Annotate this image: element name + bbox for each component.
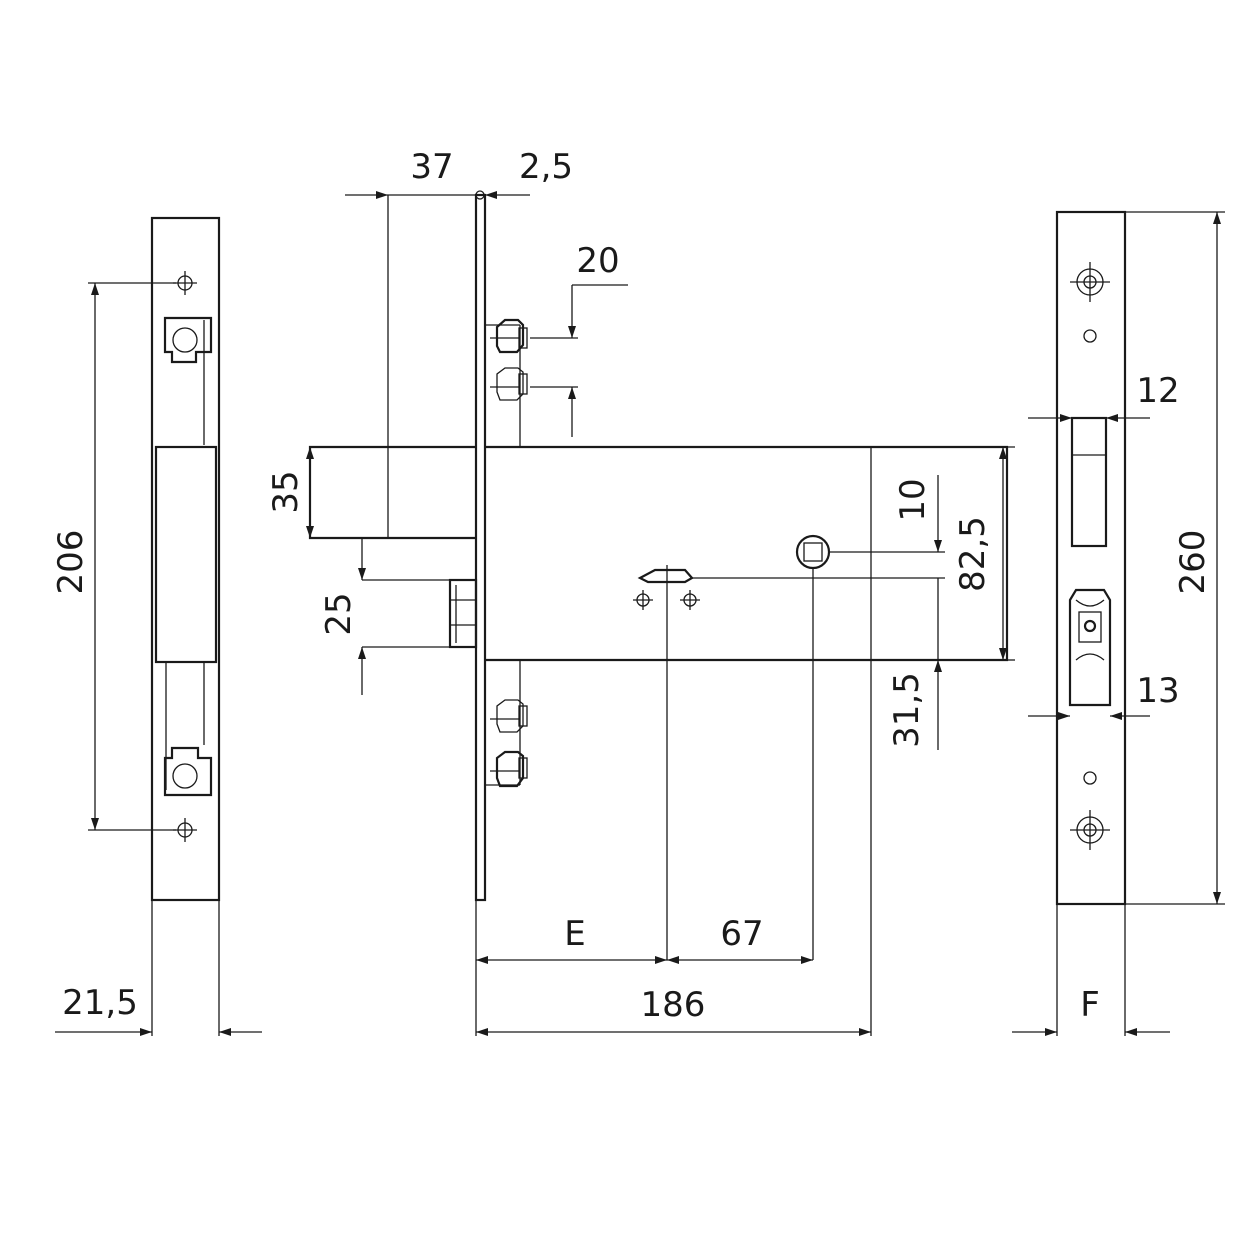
strike-plate-outline (150, 216, 221, 902)
strike-bottom-screw-icon (173, 818, 197, 842)
dim-25: 25 (319, 592, 359, 635)
front-bottom-small-hole-icon (1083, 771, 1097, 785)
dim-260: 260 (1173, 530, 1213, 595)
spindle-hole-icon (795, 534, 831, 570)
dim-206: 206 (51, 530, 91, 595)
dim-31-5: 31,5 (887, 672, 927, 748)
dim-13: 13 (1136, 671, 1179, 711)
faceplate-front-outline (1055, 210, 1127, 906)
dim-82-5: 82,5 (953, 516, 993, 592)
dim-e: E (564, 914, 585, 954)
lock-case (485, 445, 1009, 662)
dim-21-5: 21,5 (62, 983, 138, 1023)
lock-faceplate (474, 193, 487, 902)
front-bottom-screw-icon (1070, 810, 1110, 850)
front-top-small-hole-icon (1083, 329, 1097, 343)
faceplate-front-view: 12 13 260 F (1012, 210, 1225, 1036)
strike-top-hook-icon (163, 316, 213, 364)
strike-bottom-hook-icon (163, 746, 213, 797)
front-top-screw-icon (1070, 262, 1110, 302)
front-deadbolt-slot (1070, 416, 1108, 548)
upper-deadbolt-pins (485, 318, 528, 448)
dim-37: 37 (410, 147, 453, 187)
front-latch-icon (1068, 588, 1112, 707)
strike-top-screw-icon (173, 271, 197, 295)
dim-20: 20 (576, 241, 619, 281)
lower-deadbolt-pins (485, 659, 528, 788)
dim-186: 186 (641, 985, 706, 1025)
latch-bolt (308, 445, 476, 540)
cylinder-bolt (362, 578, 478, 649)
dim-2-5: 2,5 (519, 147, 573, 187)
strike-plate-view: 206 21,5 (51, 216, 262, 1036)
dim-35: 35 (266, 470, 306, 513)
dim-67: 67 (720, 914, 763, 954)
strike-latch-opening (154, 445, 218, 664)
dim-f: F (1080, 985, 1100, 1025)
dim-10: 10 (893, 478, 933, 521)
dim-12: 12 (1136, 371, 1179, 411)
lock-body-view: 37 2,5 20 35 25 10 82,5 31,5 E 67 1 (266, 147, 1015, 1036)
